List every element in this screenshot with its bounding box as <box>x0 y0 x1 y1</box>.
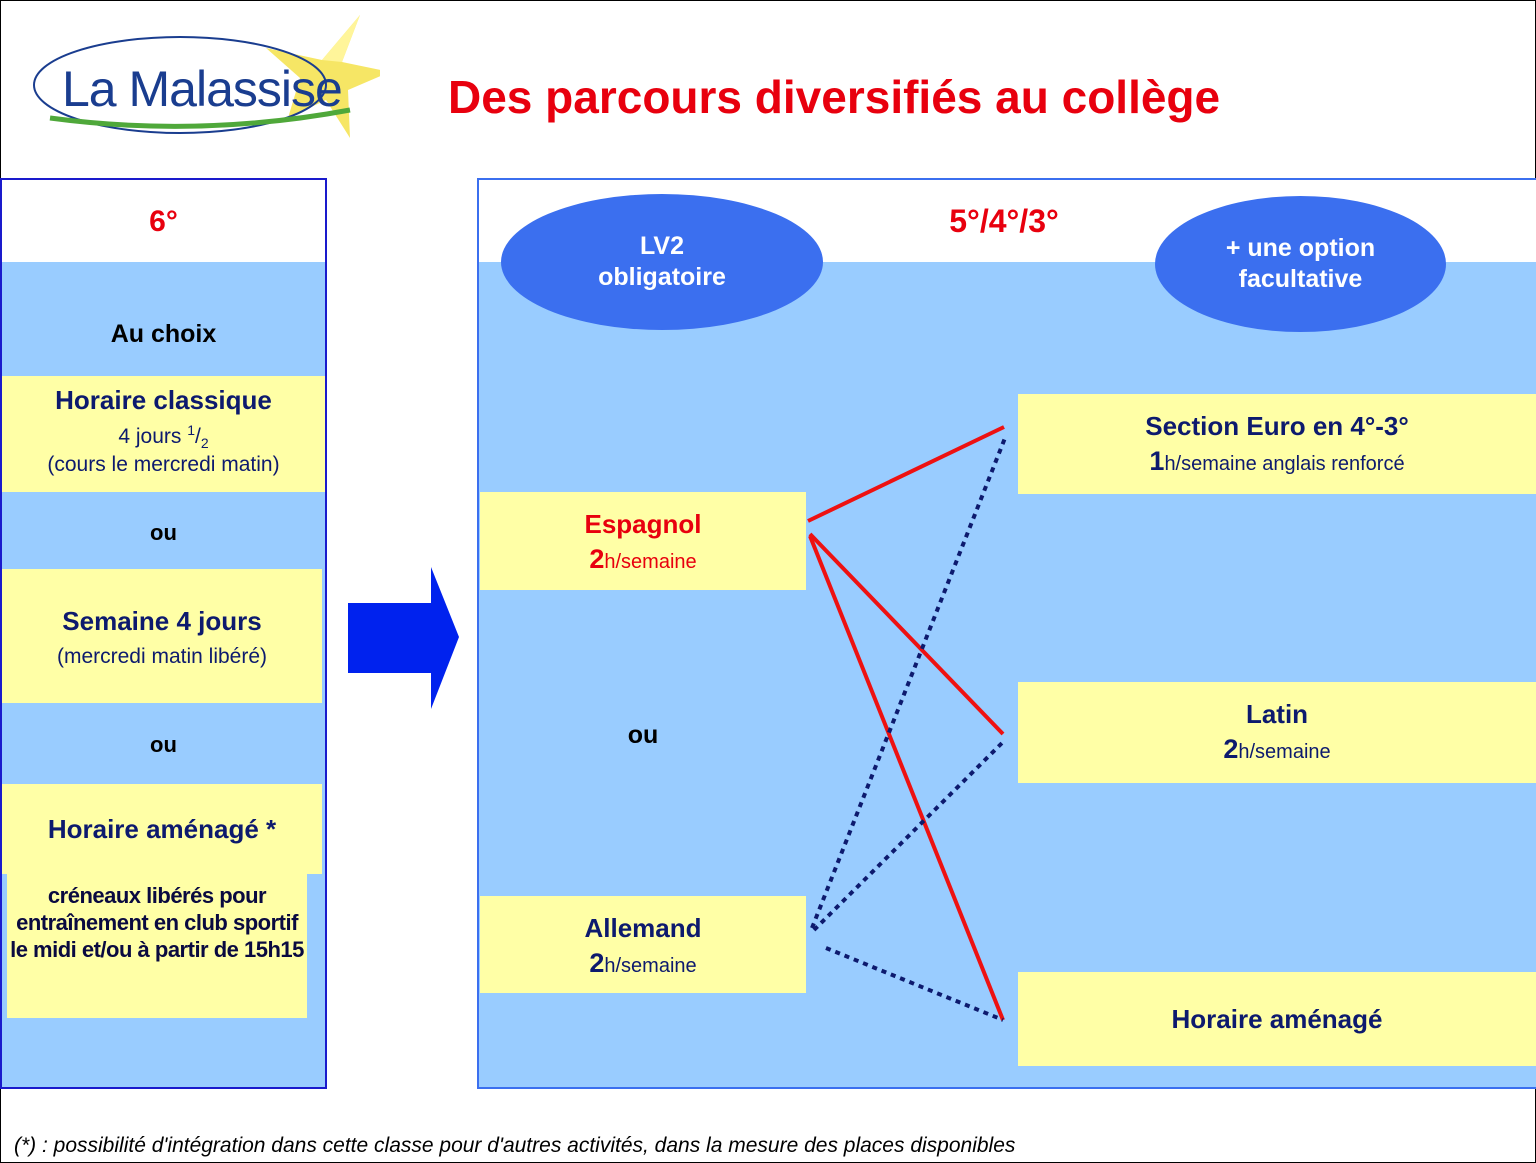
hours-unit: h/semaine <box>604 551 697 573</box>
hours-num: 2 <box>589 544 605 574</box>
box-section-euro: Section Euro en 4°-3° 1h/semaine anglais… <box>1018 394 1536 494</box>
option-horaire-classique: Horaire classique 4 jours 1/2 (cours le … <box>2 376 325 492</box>
connector-espagnol-euro <box>807 425 1005 523</box>
option-oval-line1: + une option <box>1225 234 1376 262</box>
box-hours: 2h/semaine <box>480 948 806 979</box>
box-hours: 2h/semaine <box>1018 734 1536 765</box>
left-panel: 6° Au choix Horaire classique 4 jours 1/… <box>0 178 327 1089</box>
duration-slash: / <box>195 425 201 448</box>
duration-prefix: 4 jours <box>118 425 188 448</box>
or-label-lv2: ou <box>627 721 659 749</box>
option-duration: 4 jours 1/2 <box>2 422 325 451</box>
box-name: Section Euro en 4°-3° <box>1145 411 1409 441</box>
hours-unit: h/semaine <box>604 955 697 977</box>
box-name: Allemand <box>584 913 702 943</box>
lv2-line2: obligatoire <box>598 263 726 291</box>
left-heading: 6° <box>149 205 178 238</box>
arrow-right-icon <box>348 567 459 709</box>
duration-num: 1 <box>187 422 196 438</box>
option-detail: (mercredi matin libéré) <box>56 645 268 668</box>
box-name: Espagnol <box>584 509 702 539</box>
box-allemand: Allemand 2h/semaine <box>480 896 806 993</box>
option-semaine-4-jours: Semaine 4 jours (mercredi matin libéré) <box>2 569 322 703</box>
box-latin: Latin 2h/semaine <box>1018 682 1536 783</box>
choice-label: Au choix <box>110 320 217 348</box>
option-title: Horaire classique <box>55 385 272 415</box>
hours-num: 2 <box>589 948 605 978</box>
connector-allemand-amenage <box>825 946 1004 1022</box>
box-hours: 1h/semaine anglais renforcé <box>1018 446 1536 477</box>
connector-allemand-latin <box>812 740 1005 932</box>
option-oval: + une option facultative <box>1155 196 1446 332</box>
option-oval-line2: facultative <box>1238 265 1363 293</box>
lv2-oval: LV2 obligatoire <box>501 194 823 330</box>
hours-num: 2 <box>1223 734 1239 764</box>
box-hours: 2h/semaine <box>480 544 806 575</box>
connector-espagnol-latin <box>808 532 1005 736</box>
right-heading: 5°/4°/3° <box>949 203 1059 239</box>
box-espagnol: Espagnol 2h/semaine <box>480 492 806 590</box>
logo: La Malassise <box>30 10 390 145</box>
logo-text: La Malassise <box>62 61 343 117</box>
box-horaire-amenage: Horaire aménagé <box>1018 972 1536 1066</box>
logo-graphic <box>33 15 390 138</box>
or-label-2: ou <box>150 732 177 757</box>
hours-unit: h/semaine <box>1238 741 1331 763</box>
hours-unit: h/semaine anglais renforcé <box>1164 453 1405 475</box>
connector-espagnol-amenage <box>808 535 1005 1021</box>
or-label-1: ou <box>150 520 177 545</box>
right-panel: 5°/4°/3° LV2 obligatoire + une option fa… <box>477 178 1536 1089</box>
option-detail: (cours le mercredi matin) <box>47 453 280 477</box>
amenage-note: créneaux libérés pour entraînement en cl… <box>7 874 307 1018</box>
lv2-line1: LV2 <box>640 232 684 260</box>
box-name: Latin <box>1245 699 1309 729</box>
option-title: Semaine 4 jours <box>62 606 262 636</box>
connector-allemand-euro <box>810 437 1007 929</box>
page-title: Des parcours diversifiés au collège <box>448 71 1221 123</box>
footnote: (*) : possibilité d'intégration dans cet… <box>14 1134 1016 1157</box>
option-horaire-amenage: Horaire aménagé * <box>2 784 322 874</box>
hours-num: 1 <box>1149 446 1165 476</box>
duration-den: 2 <box>200 435 209 452</box>
